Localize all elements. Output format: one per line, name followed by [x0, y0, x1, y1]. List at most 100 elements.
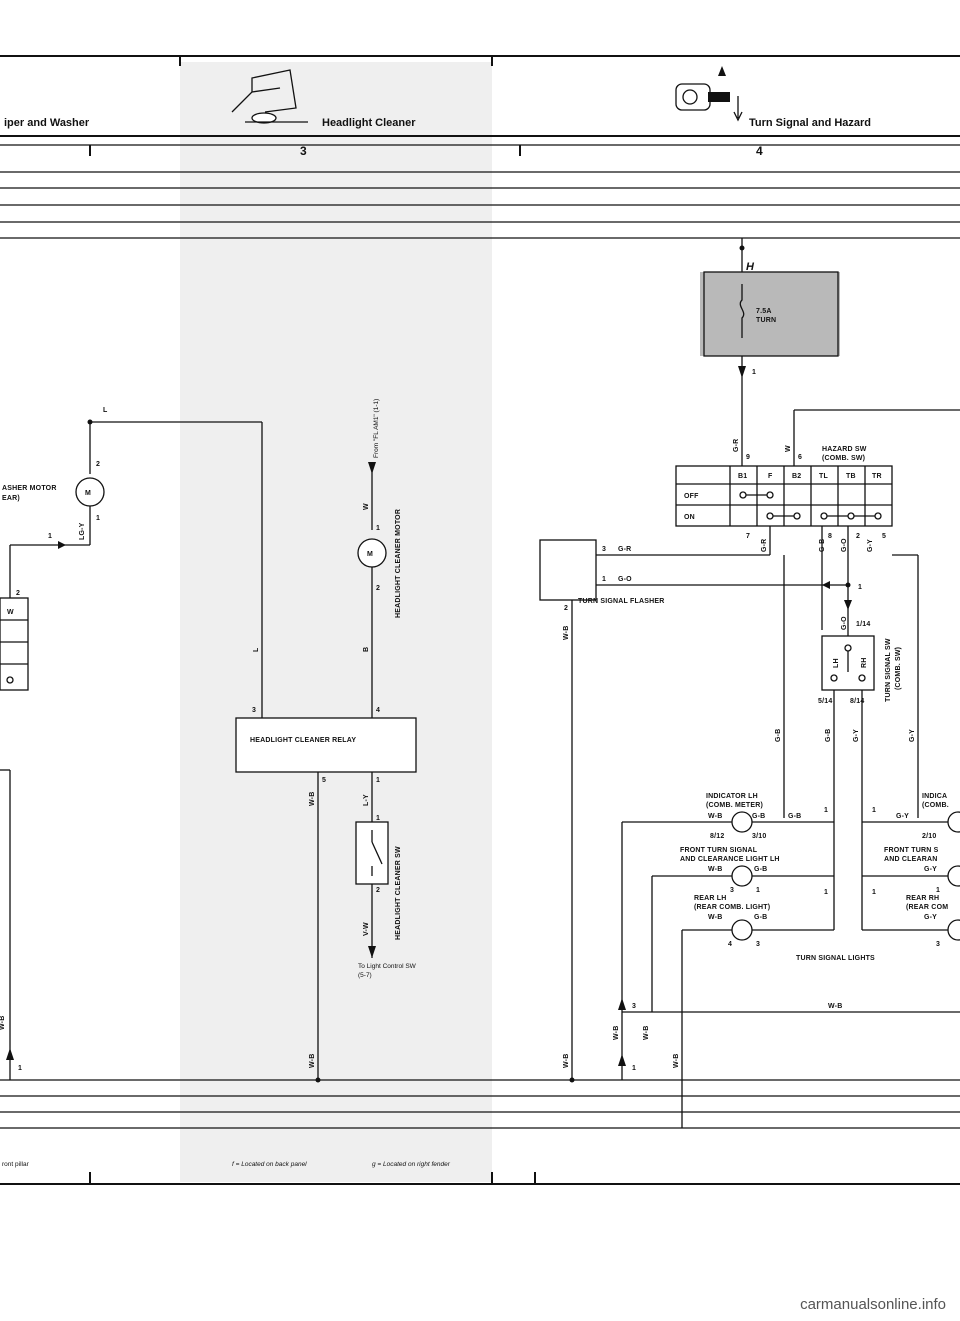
hazard-on-contacts — [766, 512, 882, 520]
hazard-off-contacts — [739, 491, 774, 499]
indicator-rh-bulb — [947, 811, 960, 833]
fuse-box — [703, 271, 839, 357]
flasher-pin-3: 3 — [602, 546, 606, 553]
section-title-wiper: iper and Washer — [4, 117, 90, 129]
hazard-col-tb: TB — [846, 473, 856, 480]
footer-note-g: g = Located on right fender — [372, 1161, 451, 1168]
wire-label-wb-flasher-ground: W-B — [563, 1054, 570, 1068]
bus-lines — [0, 171, 960, 1185]
wire-label-gy-ind-rh: G-Y — [896, 813, 909, 820]
junction-pin-1: 1 — [858, 584, 862, 591]
flasher-pin-2: 2 — [564, 605, 568, 612]
wire-label-w-hazard: W — [785, 445, 792, 452]
turn-flasher-label: TURN SIGNAL FLASHER — [578, 598, 665, 605]
cleaner-motor-pin-2: 2 — [376, 585, 380, 592]
indicator-lh-bulb — [731, 811, 753, 833]
hazard-pin-9: 9 — [746, 454, 750, 461]
indicator-rh-pin-210: 2/10 — [922, 833, 936, 840]
indicator-pin-310: 3/10 — [752, 833, 766, 840]
fuse-symbol — [739, 284, 745, 338]
washer-switch-table — [0, 597, 29, 691]
section-title-headlight-cleaner: Headlight Cleaner — [322, 117, 416, 129]
hazard-row-off: OFF — [684, 493, 699, 500]
indicator-lh-label: INDICATOR LH — [706, 793, 758, 800]
turn-sw-lh: LH — [833, 658, 840, 668]
washer-wire-pin-1: 1 — [48, 533, 52, 540]
turn-signal-lights-label: TURN SIGNAL LIGHTS — [796, 955, 875, 962]
wire-label-l-top: L — [103, 407, 108, 414]
front-lh-label: FRONT TURN SIGNAL — [680, 847, 758, 854]
wire-label-w-cleaner: W — [363, 503, 370, 510]
wire-label-gr-hazard: G-R — [733, 439, 740, 452]
footer-note-f: f = Located on back panel — [232, 1161, 307, 1168]
turn-sw-pin-814: 8/14 — [850, 698, 864, 705]
wire-label-gb-left: G-B — [775, 729, 782, 742]
relay-label: HEADLIGHT CLEANER RELAY — [250, 737, 356, 744]
wire-label-gb-mid: G-B — [825, 729, 832, 742]
hazard-col-f: F — [768, 473, 773, 480]
ground-pin-1: 1 — [632, 1065, 636, 1072]
hazard-col-tr: TR — [872, 473, 882, 480]
rear-lh-sub: (REAR COMB. LIGHT) — [694, 904, 770, 911]
hazard-pin-2: 2 — [856, 533, 860, 540]
washer-sw-w: W — [7, 609, 14, 616]
wire-label-wb-gnd1: W-B — [613, 1026, 620, 1040]
washer-pin-2: 2 — [96, 461, 100, 468]
wire-label-gb-front: G-B — [754, 866, 767, 873]
wire-label-gy-right: G-Y — [909, 729, 916, 742]
front-lh-pin-3: 3 — [730, 887, 734, 894]
wire-label-wb-gnd3: W-B — [673, 1054, 680, 1068]
fuse-out-pin-1: 1 — [752, 369, 756, 376]
wire-label-wb-gnd2: W-B — [643, 1026, 650, 1040]
fuse-box-shading — [700, 272, 840, 356]
column-number-3: 3 — [300, 144, 307, 158]
headlight-cleaner-panel — [180, 62, 492, 1182]
headlight-cleaner-circuit: From "FL AM1" (1-1) W 1 M 2 HEADLIGHT CL… — [235, 399, 417, 1083]
wire-label-gb-rear: G-B — [754, 914, 767, 921]
turn-sw-label: TURN SIGNAL SW — [885, 638, 892, 702]
section-title-turn-signal: Turn Signal and Hazard — [749, 117, 871, 129]
wire-label-wb-ind: W-B — [708, 813, 722, 820]
wire-label-b-cleaner: B — [363, 647, 370, 652]
from-fl-am1-label: From "FL AM1" (1-1) — [373, 399, 380, 458]
hazard-col-b1: B1 — [738, 473, 747, 480]
hazard-pin-7: 7 — [746, 533, 750, 540]
left-ground-pin-1: 1 — [18, 1065, 22, 1072]
hazard-col-b2: B2 — [792, 473, 801, 480]
wire-label-go-2: G-O — [841, 538, 848, 552]
turn-signal-circuit: H 7.5A TURN 1 G-R 9 W 6 HAZARD SW (COMB.… — [539, 238, 960, 1128]
hazard-pin-5: 5 — [882, 533, 886, 540]
front-rh-pin-1: 1 — [936, 887, 940, 894]
ind-junction-pin-1: 1 — [824, 807, 828, 814]
headlight-cleaner-icon — [231, 69, 308, 124]
relay-pin-5: 5 — [322, 777, 326, 784]
wire-label-wb-flasher: W-B — [563, 626, 570, 640]
wire-label-gy-front-rh: G-Y — [924, 866, 937, 873]
front-lh-pin-1: 1 — [756, 887, 760, 894]
headlight-cleaner-motor-label: HEADLIGHT CLEANER MOTOR — [395, 509, 402, 618]
fuse-name: TURN — [756, 317, 776, 324]
washer-motor-sub: EAR) — [2, 495, 20, 502]
relay-pin-4: 4 — [376, 707, 380, 714]
wire-label-gr-flasher: G-R — [618, 546, 631, 553]
wire-label-vw: V-W — [363, 922, 370, 936]
wire-label-wb-rear: W-B — [708, 914, 722, 921]
hazard-sw-sub: (COMB. SW) — [822, 455, 865, 462]
wire-label-go-flasher: G-O — [618, 576, 632, 583]
to-light-control-ref: (5-7) — [358, 972, 372, 979]
front-lh-sub: AND CLEARANCE LIGHT LH — [680, 856, 780, 863]
rear-rh-label: REAR RH — [906, 895, 939, 902]
wire-label-gb-ind2: G-B — [788, 813, 801, 820]
front-rh-label: FRONT TURN S — [884, 847, 939, 854]
washer-motor-m: M — [85, 490, 91, 497]
wire-label-gy-mid: G-Y — [853, 729, 860, 742]
washer-motor-label: ASHER MOTOR — [2, 485, 57, 492]
front-lh-bulb — [731, 865, 753, 887]
wire-label-lgy: LG-Y — [79, 522, 86, 540]
relay-pin-3: 3 — [252, 707, 256, 714]
footer-front-pillar: ront pillar — [2, 1161, 30, 1168]
hazard-sw-label: HAZARD SW — [822, 446, 867, 453]
rear-rh-sub: (REAR COM — [906, 904, 948, 911]
cleaner-sw-pin-1: 1 — [376, 815, 380, 822]
